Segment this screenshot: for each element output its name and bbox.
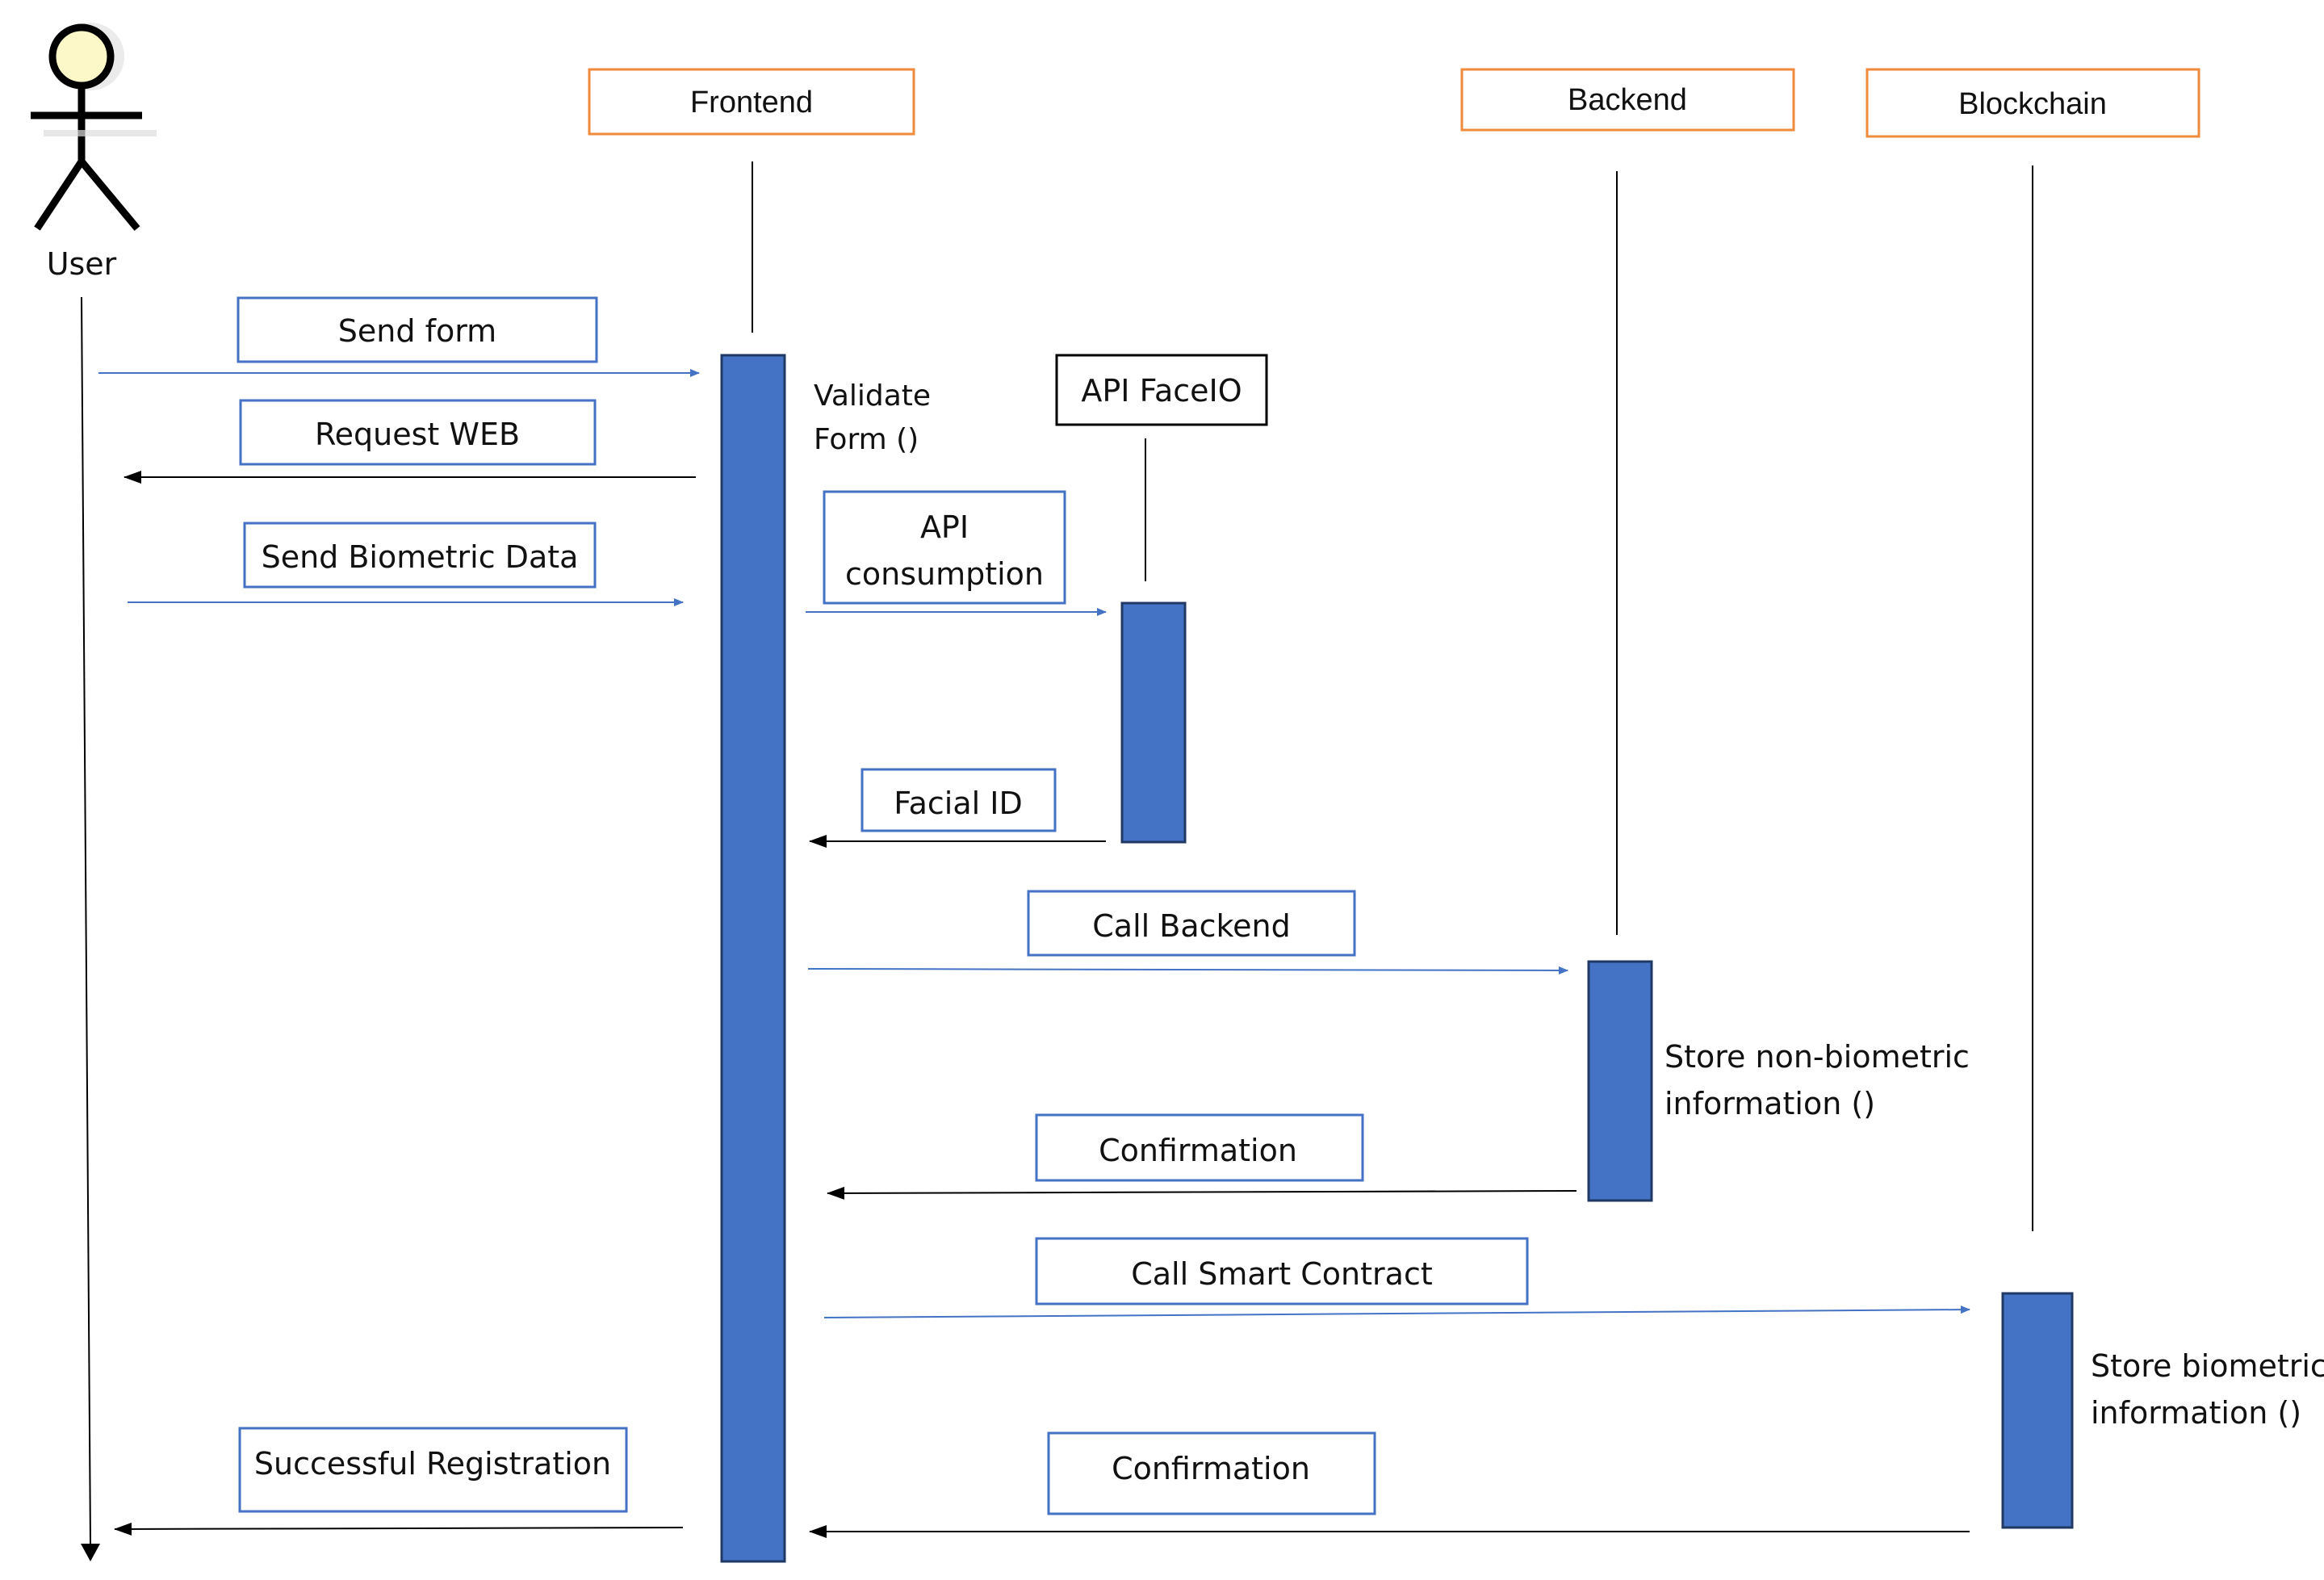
api-faceio-activation-bar — [1120, 601, 1187, 844]
message-call-smart-contract: Call Smart Contract — [823, 1237, 1970, 1318]
message-send-form-label: Send form — [338, 313, 496, 349]
message-request-web-label: Request WEB — [315, 417, 520, 452]
successful-registration-arrow — [114, 1522, 684, 1536]
store-nonbiometric-note-line1: Store non-biometric — [1664, 1039, 1970, 1075]
message-facial-id-label: Facial ID — [894, 786, 1023, 821]
user-lifeline — [81, 296, 91, 1544]
call-smart-contract-arrow — [823, 1305, 1970, 1318]
message-confirmation-backend-label: Confirmation — [1099, 1133, 1297, 1168]
api-faceio-participant: API FaceIO — [1055, 354, 1268, 426]
store-biometric-note-line1: Store biometric — [2091, 1348, 2324, 1384]
frontend-label: Frontend — [690, 86, 813, 119]
backend-participant: Backend — [1460, 68, 1795, 132]
blockchain-label: Blockchain — [1958, 87, 2107, 121]
confirmation-backend-arrow — [827, 1186, 1577, 1200]
frontend-participant: Frontend — [588, 68, 915, 136]
call-backend-arrow — [807, 966, 1568, 974]
message-confirmation-backend: Confirmation — [827, 1113, 1577, 1200]
message-confirmation-blockchain-label: Confirmation — [1112, 1451, 1310, 1486]
message-call-backend-label: Call Backend — [1092, 908, 1291, 944]
message-successful-registration: Successful Registration — [114, 1427, 684, 1536]
message-request-web: Request WEB — [124, 399, 696, 484]
message-api-consumption: API consumption — [806, 490, 1107, 616]
message-send-biometric-data: Send Biometric Data — [128, 522, 684, 606]
store-nonbiometric-note-line2: information () — [1664, 1086, 1875, 1121]
backend-activation-bar — [1587, 960, 1653, 1202]
validate-form-note-line2: Form () — [814, 423, 919, 456]
validate-form-note-line1: Validate — [814, 379, 931, 413]
message-send-form: Send form — [98, 296, 700, 377]
api-faceio-label: API FaceIO — [1081, 373, 1242, 409]
store-biometric-note-line2: information () — [2091, 1395, 2301, 1431]
message-facial-id: Facial ID — [809, 768, 1106, 848]
message-confirmation-blockchain: Confirmation — [809, 1431, 1970, 1538]
blockchain-activation-bar — [2001, 1292, 2074, 1529]
user-label: User — [47, 246, 117, 282]
message-call-backend: Call Backend — [807, 890, 1568, 974]
user-actor-icon — [31, 23, 157, 231]
message-api-consumption-line1: API — [920, 509, 969, 545]
message-call-smart-contract-label: Call Smart Contract — [1131, 1256, 1433, 1292]
blockchain-participant: Blockchain — [1865, 68, 2200, 138]
user-lifeline-arrow — [81, 1544, 100, 1561]
backend-label: Backend — [1568, 83, 1687, 117]
message-api-consumption-line2: consumption — [845, 556, 1044, 592]
message-send-biometric-label: Send Biometric Data — [262, 539, 579, 575]
frontend-activation-bar — [720, 354, 786, 1563]
message-successful-registration-label: Successful Registration — [254, 1446, 611, 1482]
